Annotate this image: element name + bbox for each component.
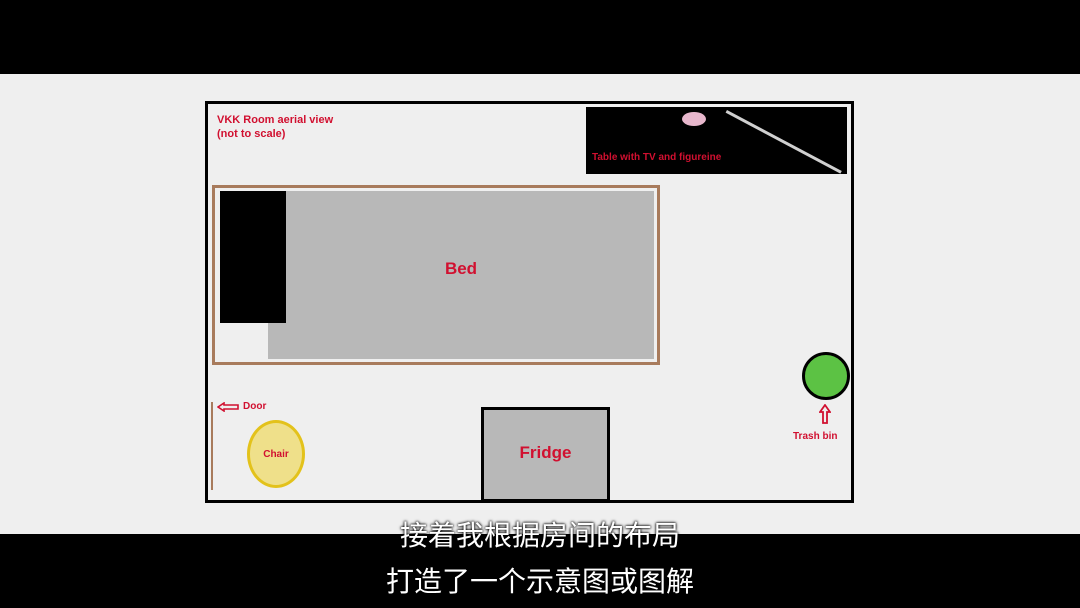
bed-label: Bed bbox=[444, 259, 478, 278]
arrow-left-icon bbox=[217, 401, 239, 412]
subtitle-line-2: 打造了一个示意图或图解 bbox=[385, 565, 694, 598]
door-label: Door bbox=[243, 401, 267, 412]
bed: Bed bbox=[268, 191, 654, 359]
door bbox=[211, 402, 213, 490]
video-frame: VKK Room aerial view (not to scale) Tabl… bbox=[0, 74, 1080, 534]
chair: Chair bbox=[247, 420, 305, 488]
trash-bin-label: Trash bin bbox=[793, 431, 838, 442]
chair-label: Chair bbox=[263, 448, 289, 460]
fridge-label: Fridge bbox=[519, 442, 572, 462]
diagram-title: VKK Room aerial view (not to scale) bbox=[217, 114, 334, 140]
trash-bin bbox=[802, 352, 850, 400]
subtitle-line-1: 接着我根据房间的布局 bbox=[399, 519, 680, 552]
tv-shape bbox=[725, 110, 842, 174]
figurine-shape bbox=[682, 112, 706, 126]
tv-table-label: Table with TV and figureine bbox=[592, 152, 722, 163]
fridge: Fridge bbox=[481, 407, 610, 502]
room-outline: VKK Room aerial view (not to scale) Tabl… bbox=[205, 101, 854, 503]
arrow-up-icon bbox=[819, 404, 831, 424]
bed-frame: Bed bbox=[212, 185, 660, 365]
tv-table: Table with TV and figureine bbox=[586, 107, 847, 174]
nightstand bbox=[220, 191, 286, 323]
door-marker: Door bbox=[217, 401, 266, 412]
